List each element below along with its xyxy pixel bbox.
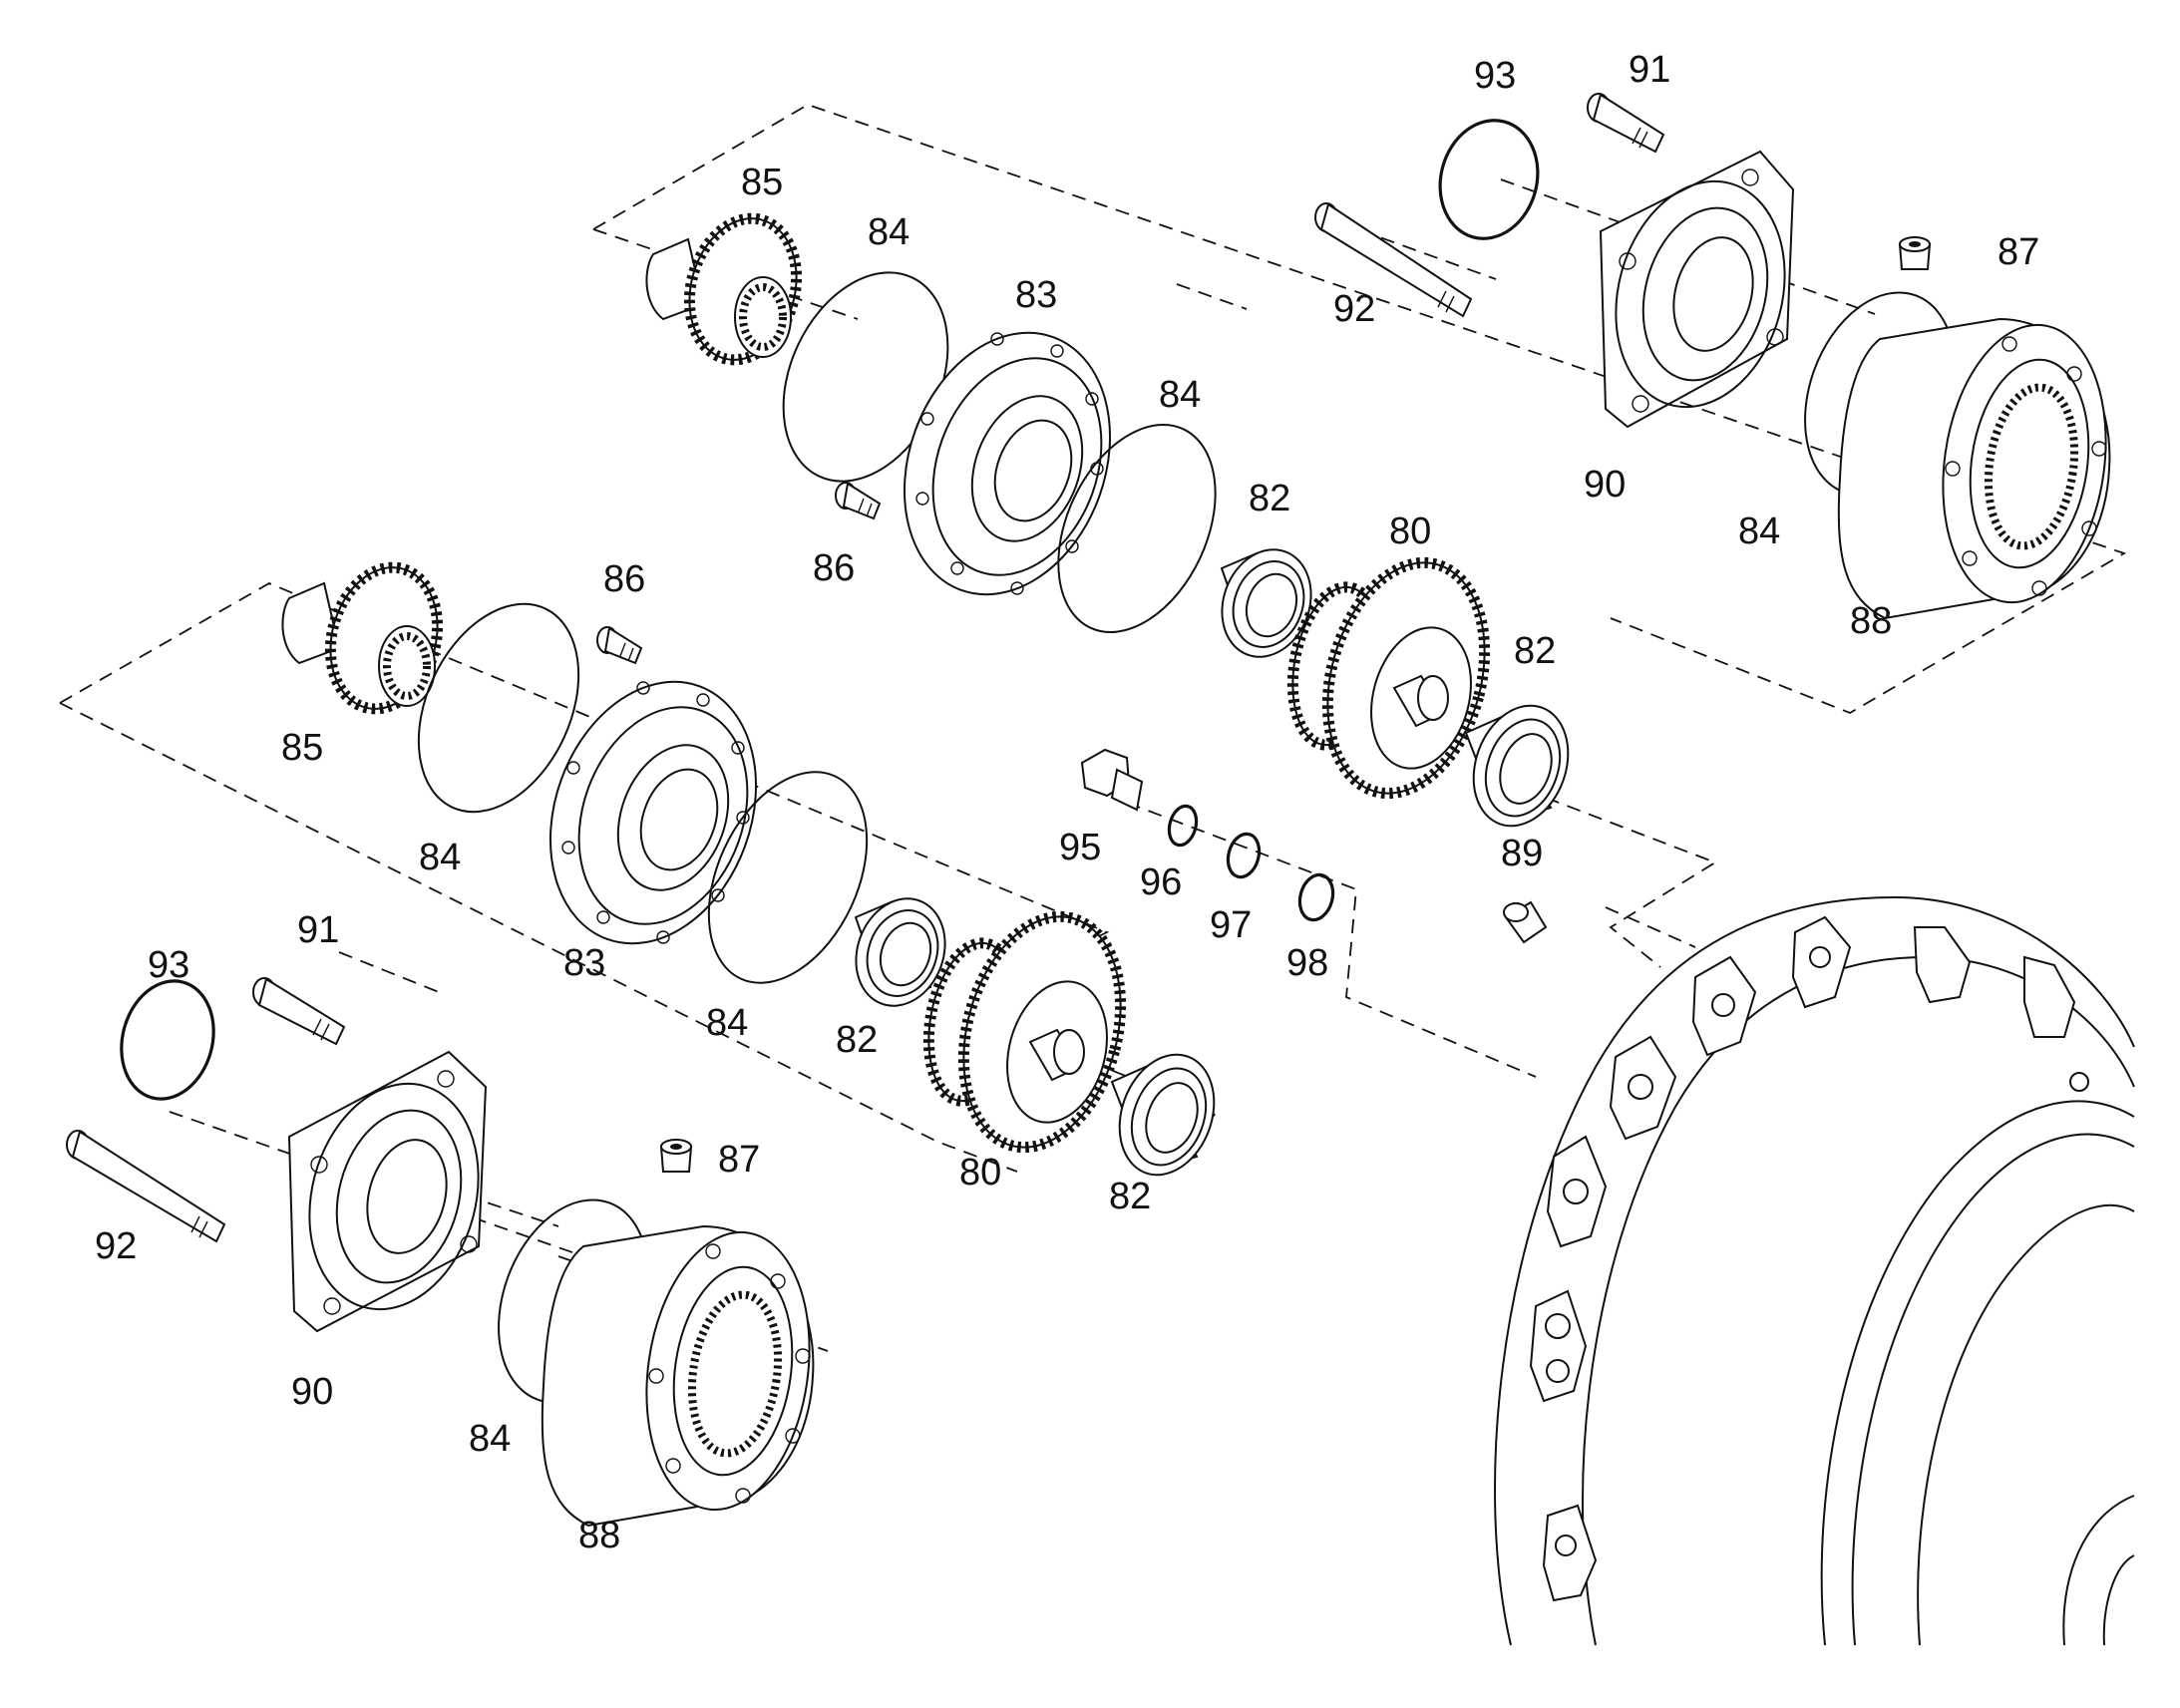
carrier-plate-83-left: [548, 680, 758, 945]
part-label-92: 92: [1333, 288, 1375, 330]
part-label-84: 84: [419, 837, 461, 878]
o-ring-93-bottom: [120, 979, 215, 1101]
hub-mounting-lugs: [1529, 915, 2089, 1602]
housing-88-top: [1837, 317, 2111, 620]
washer-97: [1226, 832, 1262, 879]
washer-98: [1297, 872, 1335, 922]
part-label-82: 82: [1514, 630, 1556, 672]
part-label-87: 87: [1998, 231, 2039, 273]
part-label-95: 95: [1059, 827, 1101, 868]
screw-86-left: [596, 626, 643, 665]
bolt-91-top: [1587, 93, 1665, 154]
part-label-90: 90: [291, 1371, 333, 1413]
part-label-93: 93: [148, 944, 189, 986]
o-ring-93-top: [1438, 119, 1540, 240]
part-label-91: 91: [297, 909, 339, 951]
part-label-98: 98: [1286, 942, 1328, 984]
part-label-89: 89: [1501, 833, 1543, 874]
gear-80-top: [1286, 556, 1491, 800]
part-label-84: 84: [1738, 511, 1780, 552]
cover-plate-90-bottom: [287, 1050, 488, 1333]
part-label-83: 83: [563, 942, 605, 984]
bolt-92-bottom: [66, 1130, 226, 1243]
bolt-91-bottom: [252, 977, 346, 1046]
part-label-82: 82: [1249, 478, 1290, 519]
part-label-91: 91: [1629, 49, 1670, 91]
part-label-96: 96: [1140, 861, 1182, 903]
part-number-labels: 93 91 87 92 90 84 88 85 84 83 84 82 80 8…: [95, 49, 2039, 1556]
part-label-93: 93: [1474, 55, 1516, 97]
bolt-92-top: [1314, 202, 1473, 318]
part-label-97: 97: [1210, 904, 1252, 946]
part-label-87: 87: [718, 1139, 760, 1181]
part-label-92: 92: [95, 1225, 137, 1267]
o-ring-84-d: [707, 771, 869, 984]
part-label-85: 85: [741, 162, 783, 203]
screw-86-top: [835, 482, 882, 520]
bearing-82-b: [1464, 704, 1570, 828]
bearing-82-a: [1220, 548, 1312, 658]
carrier-plate-83-top: [903, 331, 1112, 596]
cover-plate-90-top: [1599, 150, 1795, 429]
part-label-82: 82: [836, 1019, 878, 1061]
part-label-80: 80: [959, 1152, 1001, 1194]
part-label-88: 88: [1850, 600, 1892, 642]
part-label-84: 84: [868, 211, 909, 253]
o-ring-84-b: [1057, 424, 1217, 633]
part-label-84: 84: [706, 1002, 748, 1044]
bearing-82-c: [854, 897, 946, 1007]
bearing-82-d: [1110, 1053, 1216, 1177]
part-label-83: 83: [1015, 274, 1057, 316]
gear-shaft-85-top: [645, 212, 803, 366]
gear-80-left: [922, 910, 1127, 1154]
part-label-84: 84: [1159, 374, 1201, 416]
housing-88-bottom: [541, 1224, 815, 1528]
part-label-86: 86: [813, 547, 855, 589]
part-label-82: 82: [1109, 1176, 1151, 1217]
part-label-85: 85: [281, 727, 323, 769]
plug-89: [1503, 900, 1548, 944]
plug-95: [1080, 748, 1144, 812]
part-label-80: 80: [1389, 511, 1431, 552]
seal-96: [1167, 804, 1199, 848]
part-label-86: 86: [603, 558, 645, 600]
part-label-88: 88: [578, 1515, 620, 1556]
o-ring-84-c: [417, 602, 580, 814]
part-label-84: 84: [469, 1418, 511, 1460]
part-label-90: 90: [1584, 464, 1626, 506]
gear-shaft-85-left: [281, 561, 444, 715]
